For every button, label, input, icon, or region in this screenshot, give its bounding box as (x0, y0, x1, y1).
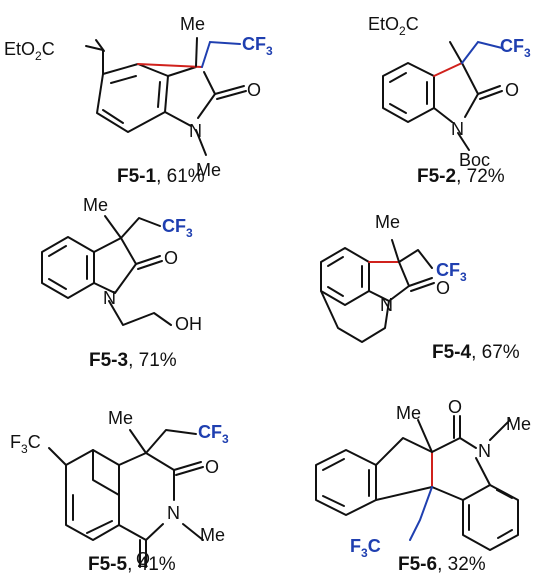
f5-5-cf3-text: CF3 (198, 422, 229, 446)
label-f5-3: F5-3, 71% (89, 350, 177, 371)
structure-f5-1: EtO2C Me CF3 O N Me F5-1, 61% (4, 14, 273, 187)
structure-f5-5: F3C Me CF3 O N Me O F5-5, 41% (10, 408, 229, 575)
f5-1-o-text: O (247, 80, 261, 100)
f5-3-cf3-text: CF3 (162, 216, 193, 240)
f5-2-cf3-text: CF3 (500, 36, 531, 60)
label-f5-2: F5-2, 72% (417, 166, 505, 187)
f5-2-n-text: N (451, 119, 464, 139)
f5-3-me-text: Me (83, 195, 108, 215)
f5-6-me-top-text: Me (396, 403, 421, 423)
structure-f5-3: Me CF3 O N OH F5-3, 71% (41, 195, 202, 371)
f5-1-me-text: Me (180, 14, 205, 34)
f5-1-eto2c-text: EtO2C (4, 39, 55, 63)
f5-5-n-text: N (167, 503, 180, 523)
f5-2-eto2c-text: EtO2C (368, 14, 419, 38)
label-f5-5: F5-5, 41% (88, 554, 176, 575)
f5-2-o-text: O (505, 80, 519, 100)
label-f5-1: F5-1, 61% (117, 166, 205, 187)
f5-1-n-text: N (189, 121, 202, 141)
f5-5-nme-text: Me (200, 525, 225, 545)
f5-5-me-text: Me (108, 408, 133, 428)
f5-6-o-text: O (448, 397, 462, 417)
f5-3-oh-text: OH (175, 314, 202, 334)
f5-1-cf3-text: CF3 (242, 34, 273, 58)
label-f5-4: F5-4, 67% (432, 342, 520, 363)
f5-1-nme-text: Me (196, 160, 221, 180)
structure-f5-4: Me CF3 O N F5-4, 67% (320, 212, 520, 363)
label-f5-6: F5-6, 32% (398, 554, 486, 575)
f5-4-o-text: O (436, 278, 450, 298)
f5-5-f3c-text: F3C (10, 432, 41, 456)
f5-6-n-text: N (478, 441, 491, 461)
f5-2-boc-text: Boc (459, 150, 490, 170)
structure-f5-2: EtO2C CF3 O N Boc F5-2, 72% (368, 14, 531, 187)
f5-6-f3c-text: F3C (350, 536, 381, 560)
f5-4-cf3-text: CF3 (436, 260, 467, 284)
f5-4-n-text: N (380, 295, 393, 315)
f5-3-o-text: O (164, 248, 178, 268)
f5-5-o-bottom-text: O (136, 549, 150, 569)
f5-3-n-text: N (103, 288, 116, 308)
f5-6-nme-text: Me (506, 414, 531, 434)
structure-f5-6: Me O N Me F3C F5-6, 32% (315, 397, 531, 575)
f5-5-o-top-text: O (205, 457, 219, 477)
f5-4-me-text: Me (375, 212, 400, 232)
